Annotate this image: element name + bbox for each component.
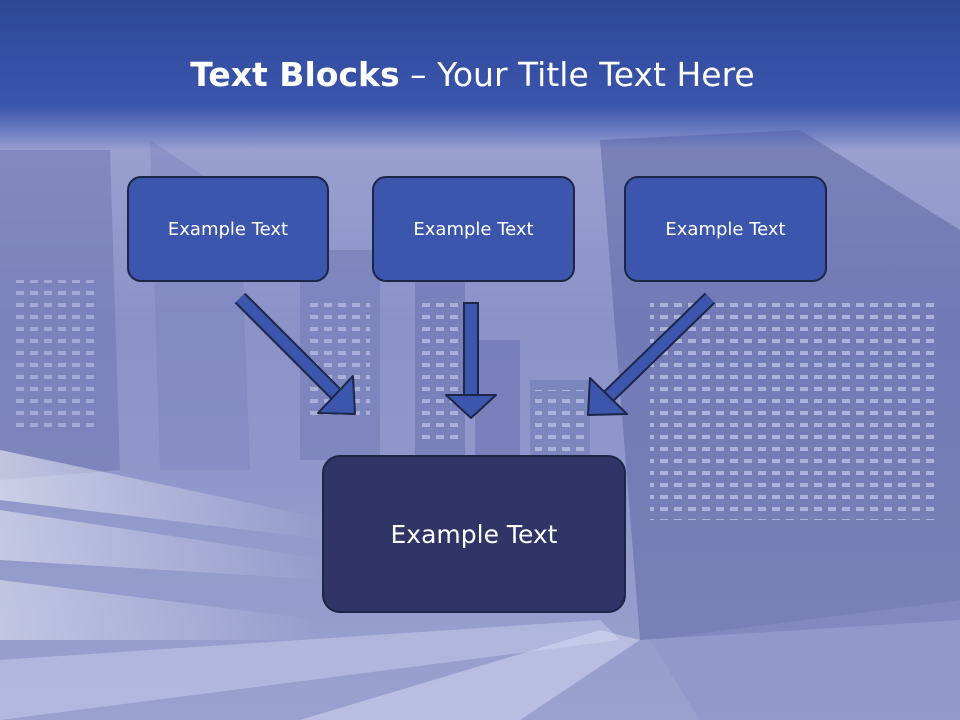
text-block-3[interactable]: Example Text bbox=[624, 176, 827, 282]
arrow-center-down bbox=[445, 302, 497, 419]
title-strong: Text Blocks bbox=[190, 55, 400, 94]
title-dash: – bbox=[410, 55, 427, 94]
arrow-left-diagonal bbox=[234, 292, 356, 415]
title-rest: Your Title Text Here bbox=[437, 55, 755, 94]
text-block-1-label: Example Text bbox=[167, 218, 289, 240]
title-band bbox=[0, 0, 960, 150]
arrow-right-diagonal bbox=[587, 292, 716, 416]
target-text-block[interactable]: Example Text bbox=[322, 455, 626, 613]
text-block-2-label: Example Text bbox=[413, 218, 534, 240]
target-text-block-label: Example Text bbox=[390, 519, 558, 549]
slide-title: Text Blocks – Your Title Text Here bbox=[0, 52, 945, 98]
text-block-3-label: Example Text bbox=[665, 218, 786, 240]
text-block-2[interactable]: Example Text bbox=[372, 176, 575, 282]
text-block-1[interactable]: Example Text bbox=[127, 176, 329, 282]
